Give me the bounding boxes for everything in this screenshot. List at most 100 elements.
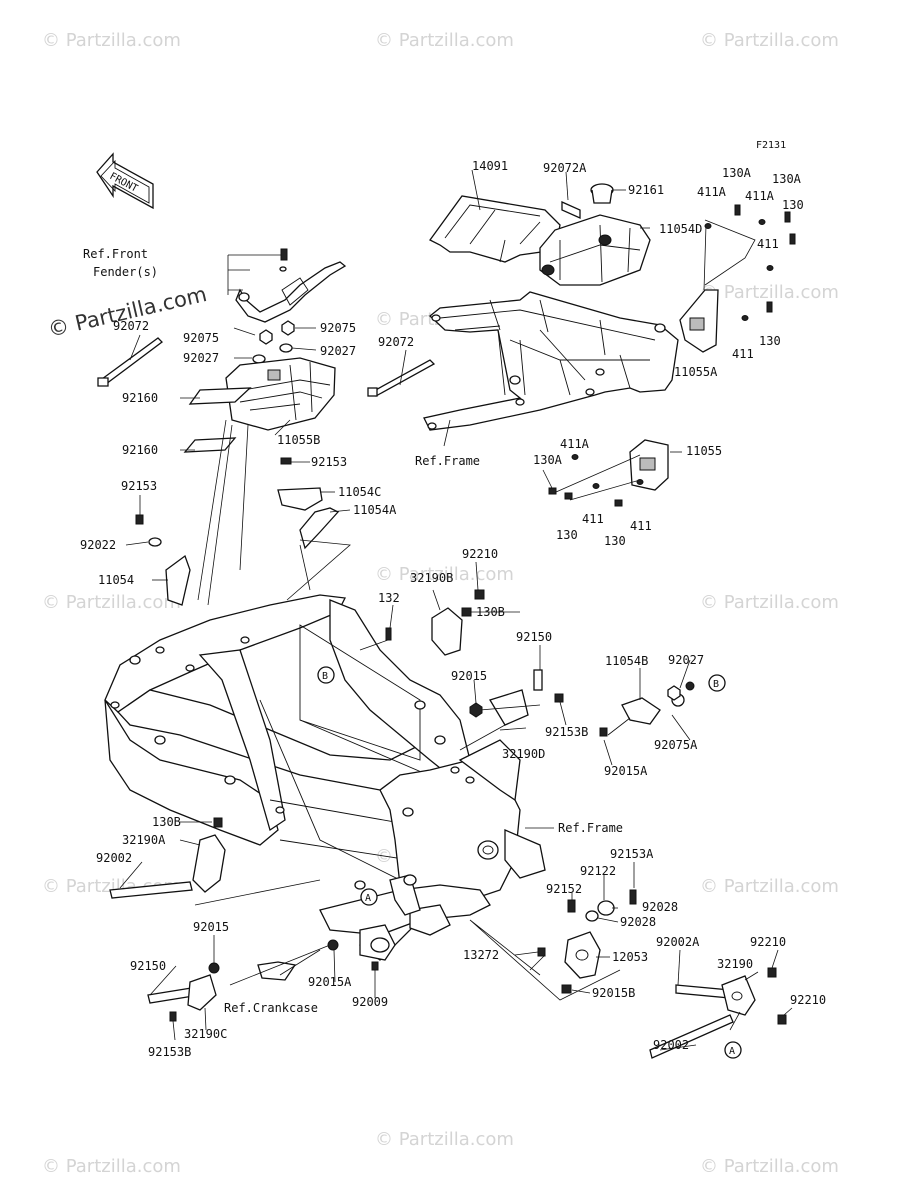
watermark: © Partzilla.com xyxy=(42,1156,181,1177)
watermark: © Partzilla.com xyxy=(700,282,839,303)
part-label: 130A xyxy=(722,166,752,180)
part-label: 92153A xyxy=(610,847,654,861)
callout-a-bottom: A xyxy=(729,1046,735,1057)
part-label: 92210 xyxy=(790,993,826,1007)
watermarks: © Partzilla.com © Partzilla.com © Partzi… xyxy=(42,30,839,1177)
part-label: 11055A xyxy=(674,365,718,379)
part-label: 92015 xyxy=(193,920,229,934)
part-label: 92027 xyxy=(320,344,356,358)
part-label: 92153B xyxy=(148,1045,191,1059)
part-label: 92150 xyxy=(130,959,166,973)
rear-mount-parts xyxy=(327,889,637,1001)
part-label: 411 xyxy=(630,519,652,533)
part-label: 11054 xyxy=(98,573,134,587)
part-label: 92002 xyxy=(653,1038,689,1052)
part-label: 130 xyxy=(604,534,626,548)
part-label: 411A xyxy=(560,437,590,451)
part-label: 92027 xyxy=(183,351,219,365)
front-arrow-icon: FRONT xyxy=(96,152,154,210)
part-label: 92015A xyxy=(308,975,352,989)
part-label: 11055 xyxy=(686,444,722,458)
callouts: B B A A xyxy=(317,666,742,1059)
part-label: 92022 xyxy=(80,538,116,552)
part-label: 92002 xyxy=(96,851,132,865)
part-label: 92161 xyxy=(628,183,664,197)
part-label: 92152 xyxy=(546,882,582,896)
part-label: 92009 xyxy=(352,995,388,1009)
part-label: 130A xyxy=(772,172,802,186)
part-label: 411A xyxy=(697,185,727,199)
part-label: 92153 xyxy=(311,455,347,469)
part-label: 11054C xyxy=(338,485,381,499)
part-label: 92072 xyxy=(378,335,414,349)
ref-crankcase-label: Ref.Crankcase xyxy=(224,1001,318,1015)
part-label: 32190C xyxy=(184,1027,227,1041)
part-label: 92150 xyxy=(516,630,552,644)
watermark: © Partzilla.com xyxy=(700,30,839,51)
part-label: 92072A xyxy=(543,161,587,175)
part-label: 130 xyxy=(556,528,578,542)
part-label: 130B xyxy=(476,605,505,619)
watermark: © Partzilla.com xyxy=(375,30,514,51)
brackets-11054 xyxy=(135,457,351,606)
part-label: 92027 xyxy=(668,653,704,667)
part-label: 92015B xyxy=(592,986,635,1000)
bracket-32190C xyxy=(147,944,331,1022)
rear-subframe-assembly xyxy=(367,183,796,431)
part-label: 130A xyxy=(533,453,563,467)
part-label: 11054D xyxy=(659,222,702,236)
part-label: 92153 xyxy=(121,479,157,493)
ref-front-fender-label: Ref.Front xyxy=(83,247,148,261)
watermark: © Partzilla.com xyxy=(700,1156,839,1177)
ref-frame-top-label: Ref.Frame xyxy=(415,454,480,468)
bracket-32190 xyxy=(649,967,787,1059)
part-label: 11054A xyxy=(353,503,397,517)
part-label: 92028 xyxy=(620,915,656,929)
watermark: © Partzilla.com xyxy=(42,592,181,613)
part-label: 92210 xyxy=(462,547,498,561)
part-label: 32190D xyxy=(502,747,545,761)
ref-frame-right-label: Ref.Frame xyxy=(558,821,623,835)
leader-lines xyxy=(119,169,793,1051)
part-label: 14091 xyxy=(472,159,508,173)
part-label: 130 xyxy=(759,334,781,348)
main-frame xyxy=(104,594,546,961)
part-label: 92015A xyxy=(604,764,648,778)
part-label: 130 xyxy=(782,198,804,212)
part-label: 92075A xyxy=(654,738,698,752)
part-label: 13272 xyxy=(463,948,499,962)
part-label: 411 xyxy=(757,237,779,251)
reference-labels: Ref.Front Fender(s) Ref.Frame Ref.Frame … xyxy=(83,247,623,1015)
part-label: 92075 xyxy=(183,331,219,345)
callout-a-left: A xyxy=(365,893,371,904)
part-label: 92210 xyxy=(750,935,786,949)
part-label: 92002A xyxy=(656,935,700,949)
part-label: 411 xyxy=(582,512,604,526)
part-label: 92015 xyxy=(451,669,487,683)
front-fender-bracket-assembly xyxy=(97,248,347,606)
part-labels: 14091 92072A 92161 130A 411A 411A 130A 1… xyxy=(80,159,826,1059)
part-label: 92160 xyxy=(122,391,158,405)
part-label: 411 xyxy=(732,347,754,361)
part-label: 411A xyxy=(745,189,775,203)
ref-front-fender-label-2: Fender(s) xyxy=(93,265,158,279)
part-label: 92028 xyxy=(642,900,678,914)
part-label: 32190B xyxy=(410,571,453,585)
watermark: © Partzilla.com xyxy=(42,30,181,51)
part-label: 92160 xyxy=(122,443,158,457)
part-label: 132 xyxy=(378,591,400,605)
bracket-32190A xyxy=(109,817,321,906)
part-label: 32190A xyxy=(122,833,166,847)
watermark: © Partzilla.com xyxy=(375,1129,514,1150)
part-label: 92153B xyxy=(545,725,588,739)
part-label: 92075 xyxy=(320,321,356,335)
part-label: 11055B xyxy=(277,433,320,447)
watermark: © Partzilla.com xyxy=(700,876,839,897)
bracket-11055 xyxy=(548,439,669,507)
part-label: 12053 xyxy=(612,950,648,964)
engine-mount-brackets xyxy=(359,589,695,751)
callout-b-right: B xyxy=(713,679,719,690)
callout-b-left: B xyxy=(322,671,328,682)
part-label: 92122 xyxy=(580,864,616,878)
